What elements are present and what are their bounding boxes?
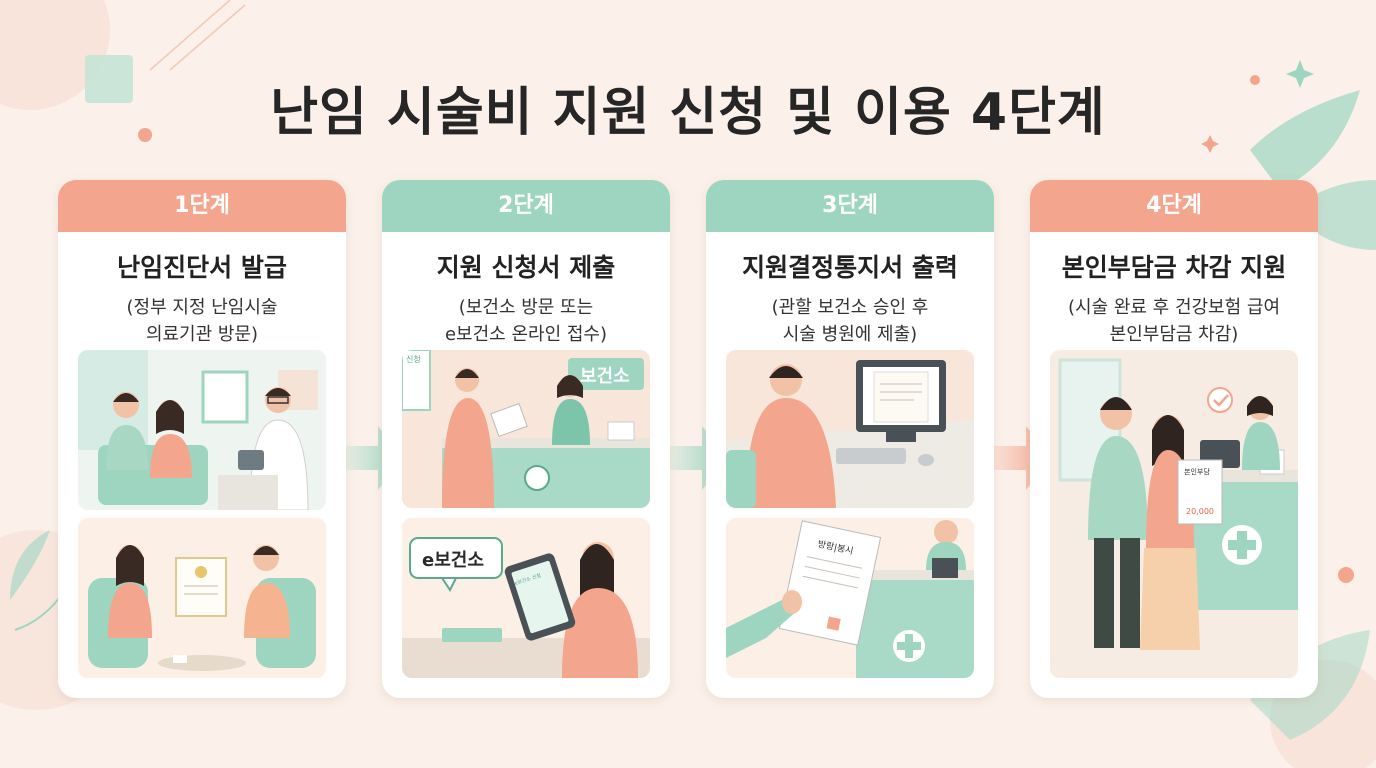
step-2-description: (보건소 방문 또는 e보건소 온라인 접수) <box>444 297 608 345</box>
form-label: 신청 <box>406 355 421 364</box>
e-health-center-bubble: e보건소 <box>422 550 484 571</box>
step-4-title: 본인부담금 차감 지원 <box>1061 253 1287 282</box>
notice-submission-illustration: 방랑|봉시 <box>726 518 974 678</box>
step-3-card: 3단계 지원결정통지서 출력 (관할 보건소 승인 후 시술 병원에 제출) <box>706 180 994 698</box>
step-3-title: 지원결정통지서 출력 <box>742 253 958 282</box>
step-1-description: (정부 지정 난임시술 의료기관 방문) <box>126 297 278 345</box>
health-center-sign: 보건소 <box>580 366 630 387</box>
hospital-reception-couple-illustration: 본인부담 20,000 <box>1050 350 1298 678</box>
step-4-description: (시술 완료 후 건강보험 급여 본인부담금 차감) <box>1067 297 1281 345</box>
step-1-title: 난임진단서 발급 <box>117 253 287 282</box>
step-3-label: 3단계 <box>706 180 994 232</box>
step-1-card: 1단계 난임진단서 발급 (정부 지정 난임시술 의료기관 방문) <box>58 180 346 698</box>
couple-with-certificate-illustration <box>78 518 326 678</box>
step-3-description: (관할 보건소 승인 후 시술 병원에 제출) <box>771 297 929 345</box>
tablet-online-application-illustration: e보건소 e보건소 신청 <box>402 518 650 678</box>
health-center-counter-illustration: 신청 보건소 <box>402 350 650 508</box>
doctor-consultation-illustration <box>78 350 326 510</box>
step-2-label: 2단계 <box>382 180 670 232</box>
page-title: 난임 시술비 지원 신청 및 이용 4단계 <box>270 83 1106 143</box>
step-1-label: 1단계 <box>58 180 346 232</box>
receipt-amount: 20,000 <box>1186 507 1214 516</box>
computer-printing-illustration <box>726 350 974 508</box>
step-2-title: 지원 신청서 제출 <box>436 253 616 282</box>
step-4-label: 4단계 <box>1030 180 1318 232</box>
step-4-card: 4단계 본인부담금 차감 지원 (시술 완료 후 건강보험 급여 본인부담금 차… <box>1030 180 1318 698</box>
step-2-card: 2단계 지원 신청서 제출 (보건소 방문 또는 e보건소 온라인 접수) 신청… <box>382 180 670 698</box>
receipt-label: 본인부담 <box>1184 467 1210 476</box>
